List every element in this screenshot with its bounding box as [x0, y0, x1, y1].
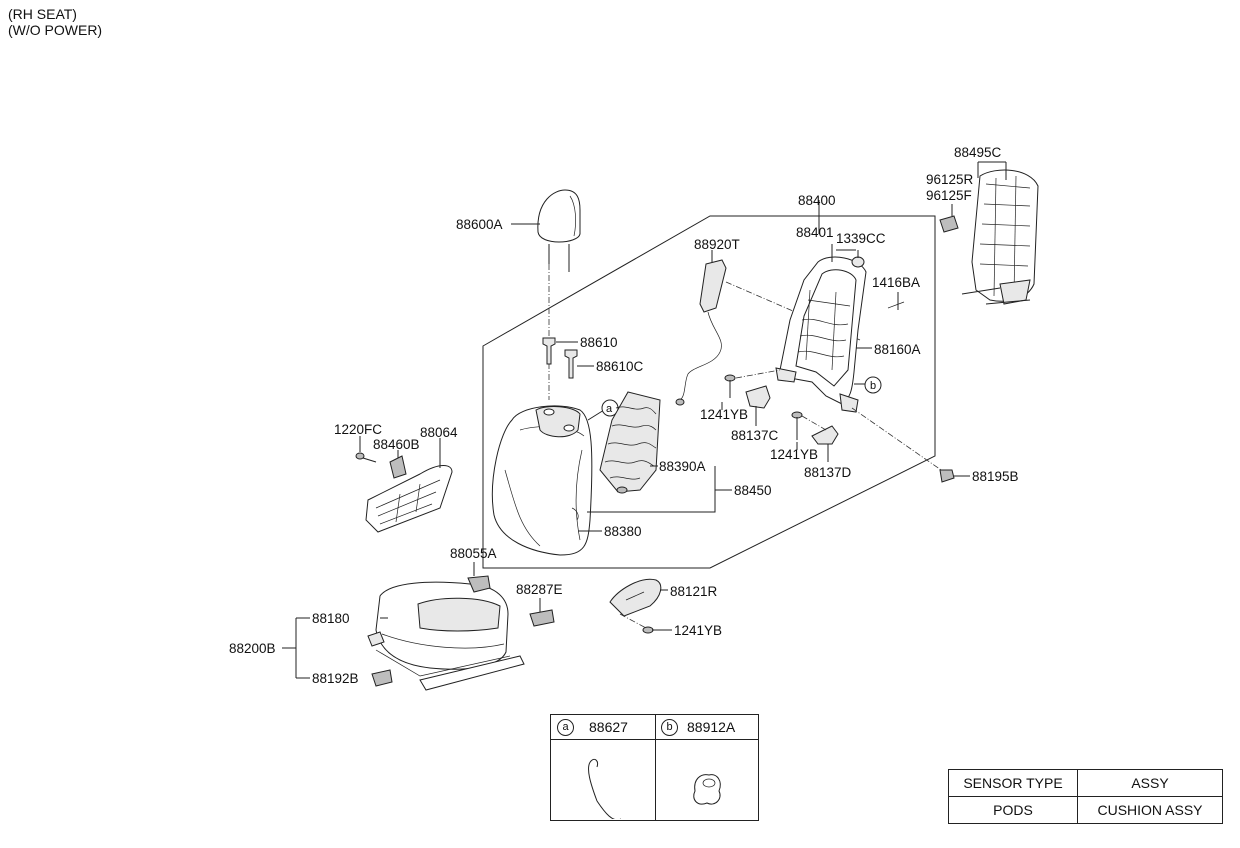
label-1220FC: 1220FC [334, 422, 382, 437]
label-88390A: 88390A [659, 459, 706, 474]
label-88137C: 88137C [731, 428, 779, 443]
bolt-guide-b [801, 415, 827, 431]
callout-inset-box: a 88627 b 88912A [550, 714, 759, 821]
label-88610: 88610 [580, 335, 618, 350]
inset-header-row [551, 715, 758, 740]
label-88195B: 88195B [972, 469, 1019, 484]
label-88064: 88064 [420, 425, 458, 440]
label-88121R: 88121R [670, 584, 718, 599]
seatback-frame-part [775, 256, 867, 413]
label-88495C: 88495C [954, 145, 1002, 160]
table-cell-assy: ASSY [1077, 769, 1223, 797]
seatback-pad-part [599, 391, 661, 494]
side-shield-88064 [365, 465, 453, 533]
label-1241YB-c: 1241YB [674, 623, 722, 638]
label-88137D: 88137D [804, 465, 852, 480]
callout-b-circle [864, 376, 882, 394]
label-88192B: 88192B [312, 671, 359, 686]
bolt-guide-c [619, 613, 647, 629]
label-88055A: 88055A [450, 546, 497, 561]
table-row: PODS CUSHION ASSY [948, 796, 1223, 824]
label-88610C: 88610C [596, 359, 644, 374]
bolt-1241YB-c [642, 626, 672, 634]
inset-divider [655, 715, 656, 820]
leader-callout-a [587, 409, 605, 421]
callout-b-letter: b [870, 380, 876, 392]
clip-88912A [693, 774, 721, 805]
screw-1220FC [355, 452, 377, 463]
header-wo-power: (W/O POWER) [8, 22, 103, 38]
label-88200B: 88200B [229, 641, 276, 656]
label-1241YB-a: 1241YB [700, 407, 748, 422]
bolt-guide-88195B [851, 407, 945, 473]
table-cell-pods: PODS [948, 796, 1078, 824]
module-88192B [371, 669, 393, 687]
pin-1416BA [887, 301, 905, 309]
recliner-cover-88137C [724, 374, 771, 409]
inset-drawings [588, 758, 721, 819]
label-96125F: 96125F [926, 188, 972, 203]
seat-cushion-part [367, 581, 525, 691]
label-88450: 88450 [734, 483, 772, 498]
label-1241YB-b: 1241YB [770, 447, 818, 462]
seatback-board-part [939, 169, 1039, 305]
label-88400: 88400 [798, 193, 836, 208]
assembly-outline [482, 215, 936, 569]
table-cell-cushion-assy: CUSHION ASSY [1077, 796, 1223, 824]
sensor-spec-table: SENSOR TYPE ASSY PODS CUSHION ASSY [948, 769, 1223, 824]
table-row: SENSOR TYPE ASSY [948, 769, 1223, 797]
headrest-guide-parts [542, 337, 578, 379]
label-1416BA: 1416BA [872, 275, 920, 290]
bolt-88195B [939, 469, 970, 483]
nut-1339CC [851, 256, 865, 268]
header-rh-seat: (RH SEAT) [8, 6, 77, 22]
label-88380: 88380 [604, 524, 642, 539]
seatback-cover-part [491, 405, 593, 556]
bracket-88055A [467, 575, 491, 593]
label-88160A: 88160A [874, 342, 921, 357]
label-88180: 88180 [312, 611, 350, 626]
cover-88287E [529, 609, 555, 627]
recliner-cover-88137D [791, 411, 839, 445]
callout-a-letter: a [606, 403, 613, 415]
bolt-guide-a [735, 369, 781, 379]
label-88920T: 88920T [694, 237, 740, 252]
label-1339CC: 1339CC [836, 231, 886, 246]
headrest-part [537, 189, 581, 272]
inset-b-circle: b [661, 719, 678, 736]
label-88287E: 88287E [516, 582, 563, 597]
inset-a-part: 88627 [589, 719, 628, 735]
label-96125R: 96125R [926, 172, 974, 187]
label-88401: 88401 [796, 225, 834, 240]
side-airbag-part [675, 259, 727, 406]
recliner-cover-88121R [609, 578, 662, 617]
callout-a-circle [601, 399, 619, 417]
label-88600A: 88600A [456, 217, 503, 232]
knob-88460B [389, 455, 407, 479]
table-cell-sensor-type: SENSOR TYPE [948, 769, 1078, 797]
bracket-88450 [587, 466, 716, 513]
label-88460B: 88460B [373, 437, 420, 452]
inset-b-part: 88912A [687, 719, 736, 735]
wire-clip-88627 [588, 758, 621, 819]
inset-a-circle: a [557, 719, 574, 736]
